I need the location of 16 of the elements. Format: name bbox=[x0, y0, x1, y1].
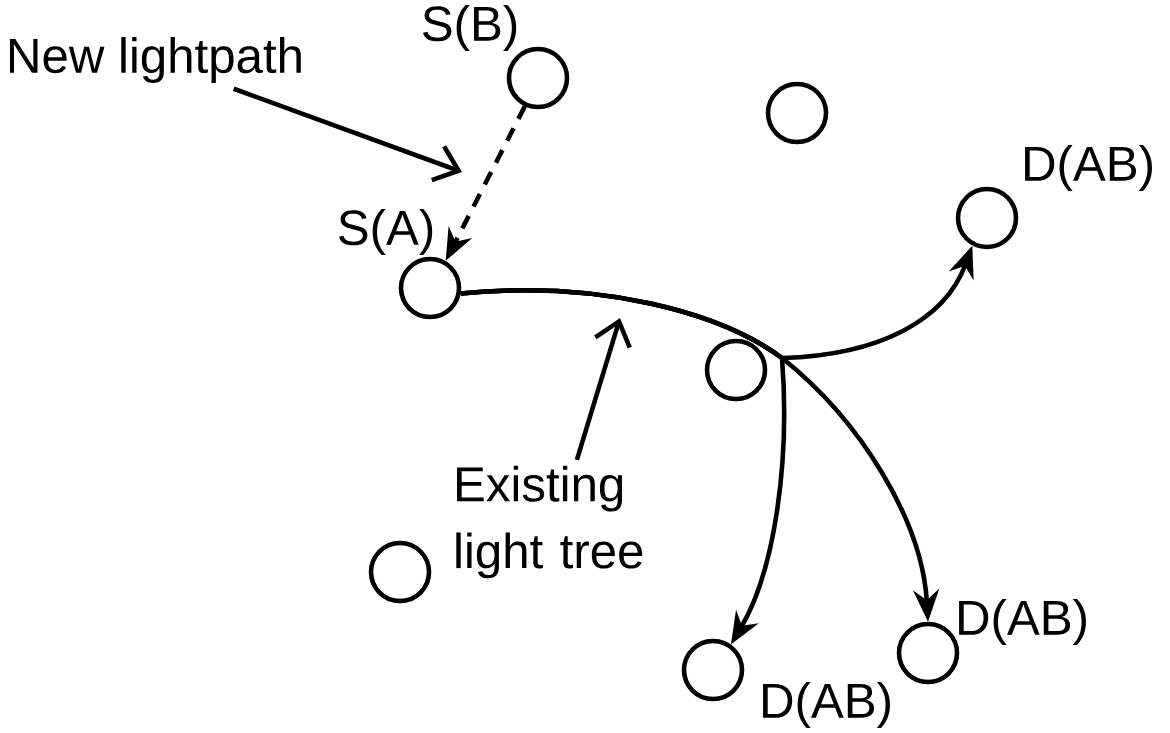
node-label: D(AB) bbox=[763, 682, 890, 728]
circle-node bbox=[955, 186, 1019, 250]
circle-node bbox=[704, 338, 768, 402]
circle-node bbox=[398, 256, 462, 320]
node-label: S(A) bbox=[339, 209, 433, 255]
annotation-text: Existing light tree bbox=[456, 465, 643, 579]
leader-line bbox=[232, 86, 462, 183]
circle-node bbox=[681, 638, 745, 702]
circle-node bbox=[765, 81, 829, 145]
node-label: D(AB) bbox=[1025, 145, 1152, 191]
node-label: S(B) bbox=[423, 5, 517, 51]
annotation-text: New lightpath bbox=[9, 37, 301, 83]
circle-node bbox=[896, 621, 960, 685]
leader-line bbox=[574, 318, 632, 461]
circle-node bbox=[368, 540, 432, 604]
node-label: D(AB) bbox=[959, 599, 1086, 645]
